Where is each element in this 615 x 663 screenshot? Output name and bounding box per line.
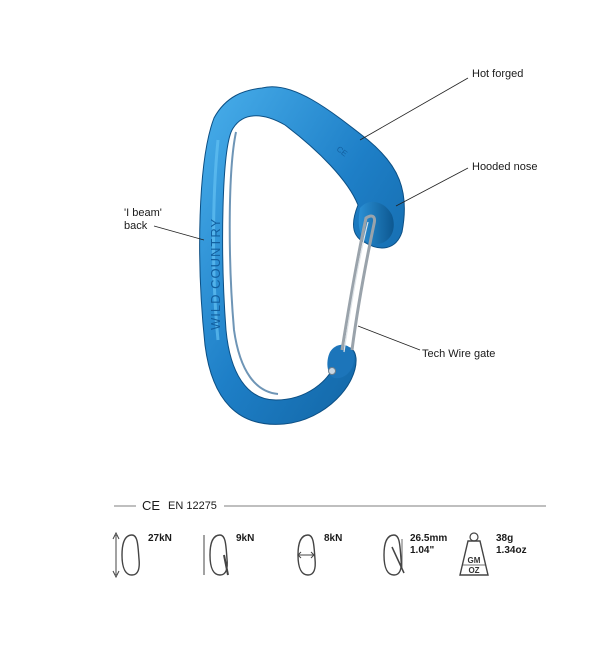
major-axis-strength-icon <box>112 531 140 579</box>
weight-icon: GM OZ <box>459 532 489 576</box>
weight-value-g: 38g <box>496 533 514 544</box>
callout-i-beam-line1: 'I beam' <box>124 207 162 219</box>
open-gate-strength-value: 8kN <box>324 533 343 544</box>
hooded-nose <box>358 201 394 245</box>
minor-axis-strength-value: 9kN <box>236 533 255 544</box>
ce-mark: CE <box>142 498 161 513</box>
callout-tech-wire-gate: Tech Wire gate <box>422 348 496 360</box>
gate-opening-icon <box>383 534 405 576</box>
gate-rivet <box>328 367 336 375</box>
brand-engraving: WILD COUNTRY <box>208 218 223 330</box>
tech-wire-leader <box>357 325 421 351</box>
hot-forged-leader <box>359 77 469 141</box>
gate-opening-value-mm: 26.5mm <box>410 533 448 544</box>
open-gate-strength-icon <box>297 534 316 576</box>
hooded-nose-leader <box>395 167 469 207</box>
minor-axis-strength-icon <box>203 534 229 576</box>
inner-edge-shadow <box>228 131 279 395</box>
weight-icon-label-gm: GM <box>468 556 481 565</box>
i-beam-spine <box>212 139 220 341</box>
gate-opening-value-in: 1.04" <box>410 545 435 556</box>
callout-hooded-nose: Hooded nose <box>472 161 538 173</box>
i-beam-leader <box>153 225 205 241</box>
weight-icon-label-oz: OZ <box>468 566 479 575</box>
callout-i-beam-line2: back <box>124 220 148 232</box>
certification-standard: EN 12275 <box>168 500 217 512</box>
wire-gate <box>340 214 376 351</box>
wire-gate-inner <box>343 221 369 353</box>
weight-value-oz: 1.34oz <box>496 545 527 556</box>
callout-hot-forged: Hot forged <box>472 68 524 80</box>
major-axis-strength-value: 27kN <box>148 533 172 544</box>
carabiner-body <box>199 86 405 425</box>
